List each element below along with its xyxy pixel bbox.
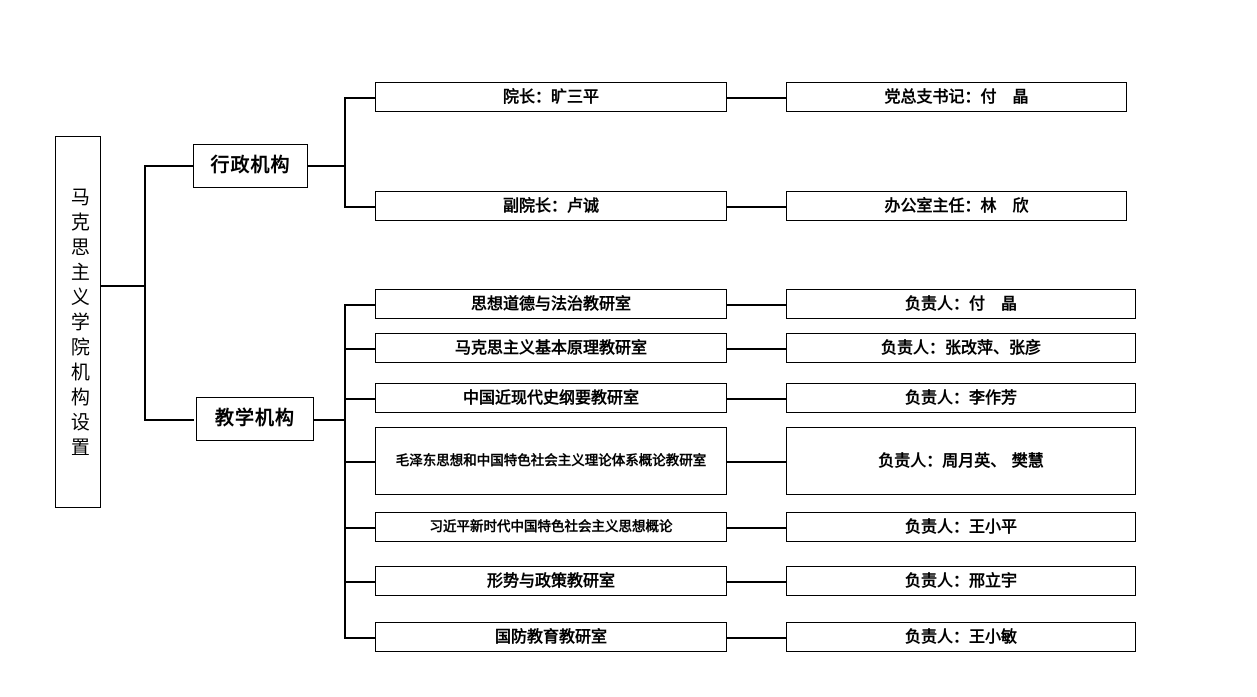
connector-admin-trunk bbox=[344, 97, 346, 207]
connector-teaching-link-0 bbox=[727, 304, 787, 306]
connector-teaching-stub bbox=[144, 419, 194, 421]
branch-node-teaching: 教学机构 bbox=[196, 397, 314, 441]
connector-teaching-link-1 bbox=[727, 348, 787, 350]
connector-teaching-trunk bbox=[344, 304, 346, 638]
connector-root-trunk bbox=[144, 165, 146, 420]
connector-teaching-row-2 bbox=[344, 398, 376, 400]
connector-teaching-link-5 bbox=[727, 581, 787, 583]
teaching-department-2: 中国近现代史纲要教研室 bbox=[375, 383, 727, 413]
connector-admin-link-1 bbox=[727, 206, 787, 208]
connector-teaching-link-4 bbox=[727, 527, 787, 529]
connector-root-stem bbox=[100, 285, 146, 287]
branch-node-administrative: 行政机构 bbox=[193, 144, 308, 188]
connector-admin-stub bbox=[144, 165, 194, 167]
teaching-leader-4: 负责人：王小平 bbox=[786, 512, 1136, 542]
root-node: 马克思主义学院机构设置 bbox=[55, 136, 101, 508]
admin-leader-1: 办公室主任：林 欣 bbox=[786, 191, 1127, 221]
teaching-department-6: 国防教育教研室 bbox=[375, 622, 727, 652]
teaching-leader-5: 负责人：邢立宇 bbox=[786, 566, 1136, 596]
teaching-department-3: 毛泽东思想和中国特色社会主义理论体系概论教研室 bbox=[375, 427, 727, 495]
connector-teaching-link-2 bbox=[727, 398, 787, 400]
connector-teaching-row-0 bbox=[344, 304, 376, 306]
connector-admin-row-1 bbox=[344, 206, 376, 208]
connector-admin-link-0 bbox=[727, 97, 787, 99]
teaching-leader-3: 负责人：周月英、 樊慧 bbox=[786, 427, 1136, 495]
connector-teaching-row-4 bbox=[344, 527, 376, 529]
teaching-leader-0: 负责人：付 晶 bbox=[786, 289, 1136, 319]
teaching-leader-1: 负责人：张改萍、张彦 bbox=[786, 333, 1136, 363]
connector-admin-out bbox=[308, 165, 345, 167]
connector-teaching-row-6 bbox=[344, 637, 376, 639]
connector-teaching-out bbox=[314, 419, 345, 421]
admin-position-1: 副院长：卢诚 bbox=[375, 191, 727, 221]
admin-leader-0: 党总支书记：付 晶 bbox=[786, 82, 1127, 112]
connector-admin-row-0 bbox=[344, 97, 376, 99]
connector-teaching-link-6 bbox=[727, 637, 787, 639]
teaching-leader-2: 负责人：李作芳 bbox=[786, 383, 1136, 413]
teaching-department-0: 思想道德与法治教研室 bbox=[375, 289, 727, 319]
teaching-department-5: 形势与政策教研室 bbox=[375, 566, 727, 596]
connector-teaching-link-3 bbox=[727, 461, 787, 463]
connector-teaching-row-5 bbox=[344, 581, 376, 583]
teaching-leader-6: 负责人：王小敏 bbox=[786, 622, 1136, 652]
connector-teaching-row-3 bbox=[344, 461, 376, 463]
teaching-department-1: 马克思主义基本原理教研室 bbox=[375, 333, 727, 363]
connector-teaching-row-1 bbox=[344, 348, 376, 350]
admin-position-0: 院长：旷三平 bbox=[375, 82, 727, 112]
teaching-department-4: 习近平新时代中国特色社会主义思想概论 bbox=[375, 512, 727, 542]
